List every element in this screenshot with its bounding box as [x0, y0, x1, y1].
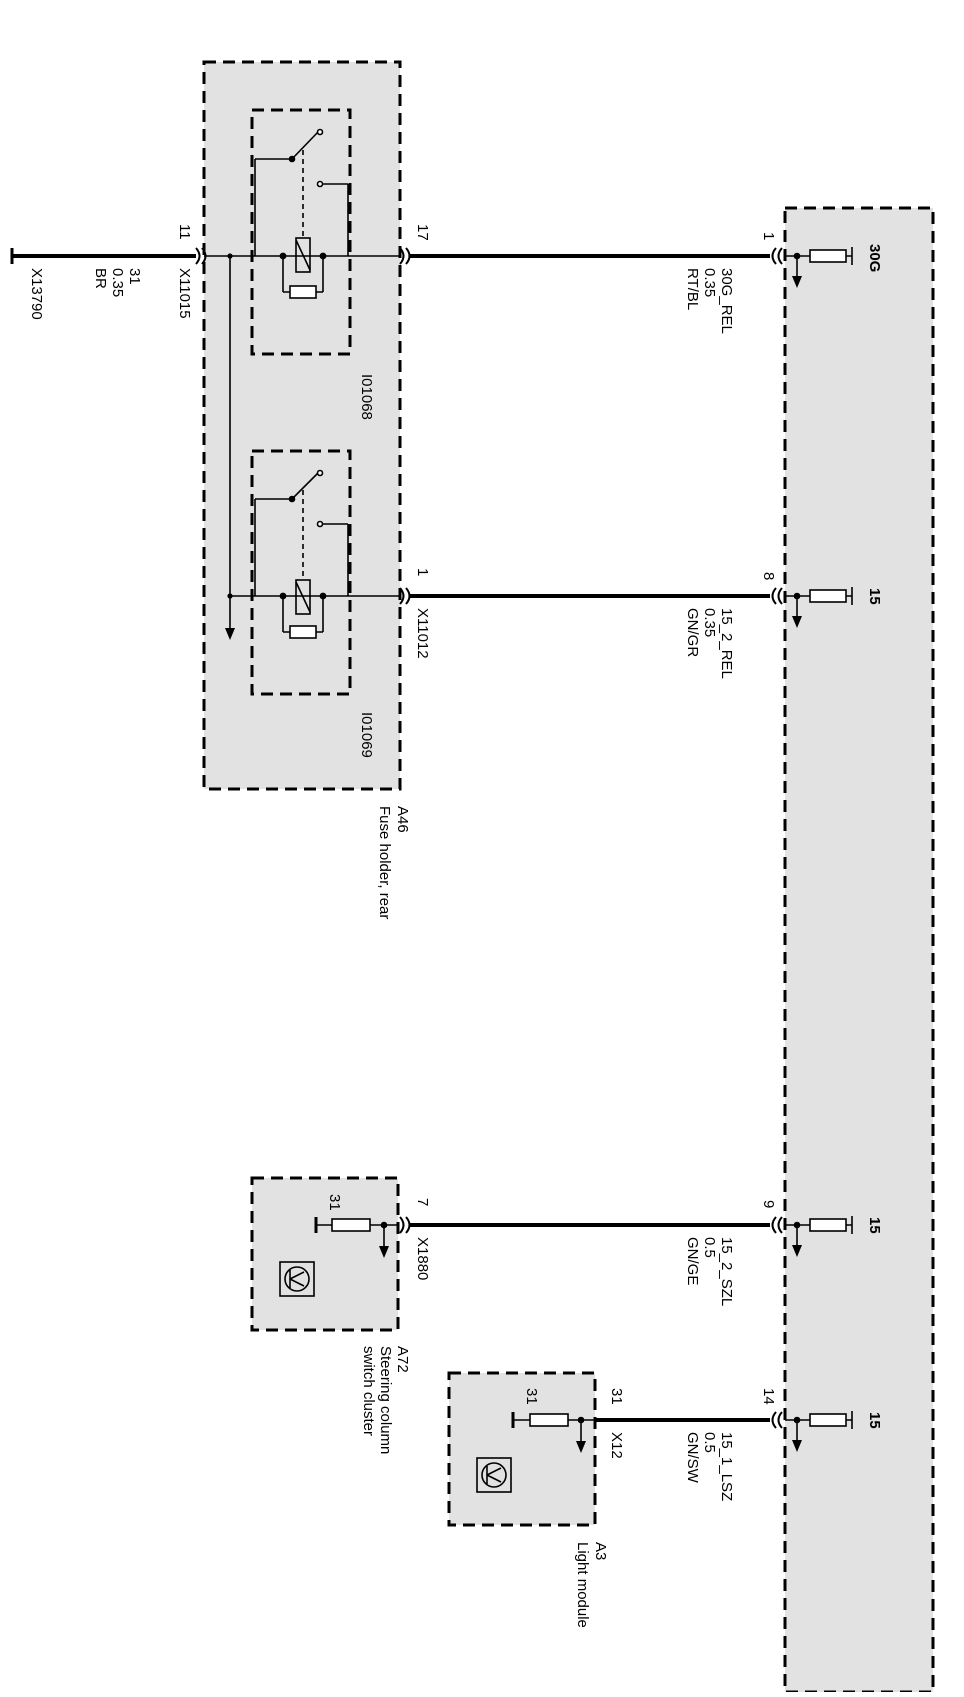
- wire-1-right-pin: 1: [760, 232, 777, 240]
- steering-column-name-2: switch cluster: [360, 1346, 377, 1436]
- input-pin: 11: [176, 224, 193, 240]
- terminal-2-label: 15: [866, 588, 883, 605]
- wire-2-size: 0.35: [701, 608, 718, 637]
- fuse-holder-box: [202, 60, 402, 791]
- wire-3-name: 15_2_SZL: [718, 1237, 735, 1306]
- wire-2-name: 15_2_REL: [718, 608, 735, 679]
- wire-4-color: GN/SW: [684, 1432, 701, 1484]
- wire-1-size: 0.35: [701, 268, 718, 297]
- light-module-name: Light module: [574, 1542, 591, 1628]
- wire-2-right-pin: 8: [760, 572, 777, 580]
- pin-connector: [195, 247, 201, 265]
- terminal-symbols: [785, 247, 853, 1452]
- relay-2-pin: 1: [414, 568, 431, 576]
- relay-2-id: I01069: [358, 712, 375, 758]
- ground-connector-id: X13790: [28, 268, 45, 320]
- wire-4-name: 15_1_LSZ: [718, 1432, 735, 1501]
- light-module-internals: [511, 1412, 595, 1453]
- bus-arrow: [225, 628, 235, 640]
- wire-4-size: 0.5: [701, 1432, 718, 1453]
- control-unit-box: [783, 206, 935, 1694]
- light-module-ground: 31: [523, 1388, 540, 1405]
- input-connector-id: X11015: [176, 268, 193, 319]
- steering-column-module-icon: [279, 1261, 315, 1297]
- output-connector-id: X11012: [414, 608, 431, 659]
- light-module-connector: X12: [608, 1432, 625, 1459]
- fuse-holder-component: A46: [394, 806, 411, 833]
- wire-1-name: 30G_REL: [718, 268, 735, 334]
- relay-1-symbol: [254, 128, 349, 299]
- wire-4-left-pin: 31: [608, 1388, 625, 1405]
- wire-3-left-pin: 7: [414, 1198, 431, 1206]
- wire-3-right-pin: 9: [760, 1200, 777, 1208]
- relay-1-id: I01068: [358, 374, 375, 420]
- light-module-icon: [476, 1457, 512, 1493]
- wire-2-color: GN/GR: [684, 608, 701, 657]
- ground-wire-circuit: 31: [126, 268, 143, 285]
- relay-box-1: [250, 108, 352, 356]
- steering-column-name-1: Steering column: [377, 1346, 394, 1454]
- wire-3-size: 0.5: [701, 1237, 718, 1258]
- wire-1-color: RT/BL: [684, 268, 701, 310]
- steering-column-box: [250, 1176, 400, 1332]
- terminal-4-label: 15: [866, 1412, 883, 1429]
- light-module-component: A3: [592, 1542, 609, 1560]
- relay-2-symbol: [254, 469, 349, 639]
- ground-wire-size: 0.35: [109, 268, 126, 297]
- steering-column-connector: X1880: [414, 1237, 431, 1280]
- pin-connector: [201, 247, 207, 265]
- light-module-box: [447, 1371, 597, 1527]
- wire-3-color: GN/GE: [684, 1237, 701, 1285]
- steering-column-ground: 31: [326, 1194, 343, 1211]
- main-wires: [399, 247, 783, 1429]
- relay-box-2: [250, 449, 352, 696]
- relay-1-pin: 17: [414, 224, 431, 241]
- steering-column-component: A72: [394, 1346, 411, 1373]
- terminal-1-label: 30G: [866, 244, 883, 272]
- steering-column-internals: [314, 1217, 398, 1258]
- fuse-holder-name: Fuse holder, rear: [376, 806, 393, 919]
- wire-4-right-pin: 14: [760, 1388, 777, 1405]
- terminal-3-label: 15: [866, 1217, 883, 1234]
- ground-wire-color: BR: [92, 268, 109, 289]
